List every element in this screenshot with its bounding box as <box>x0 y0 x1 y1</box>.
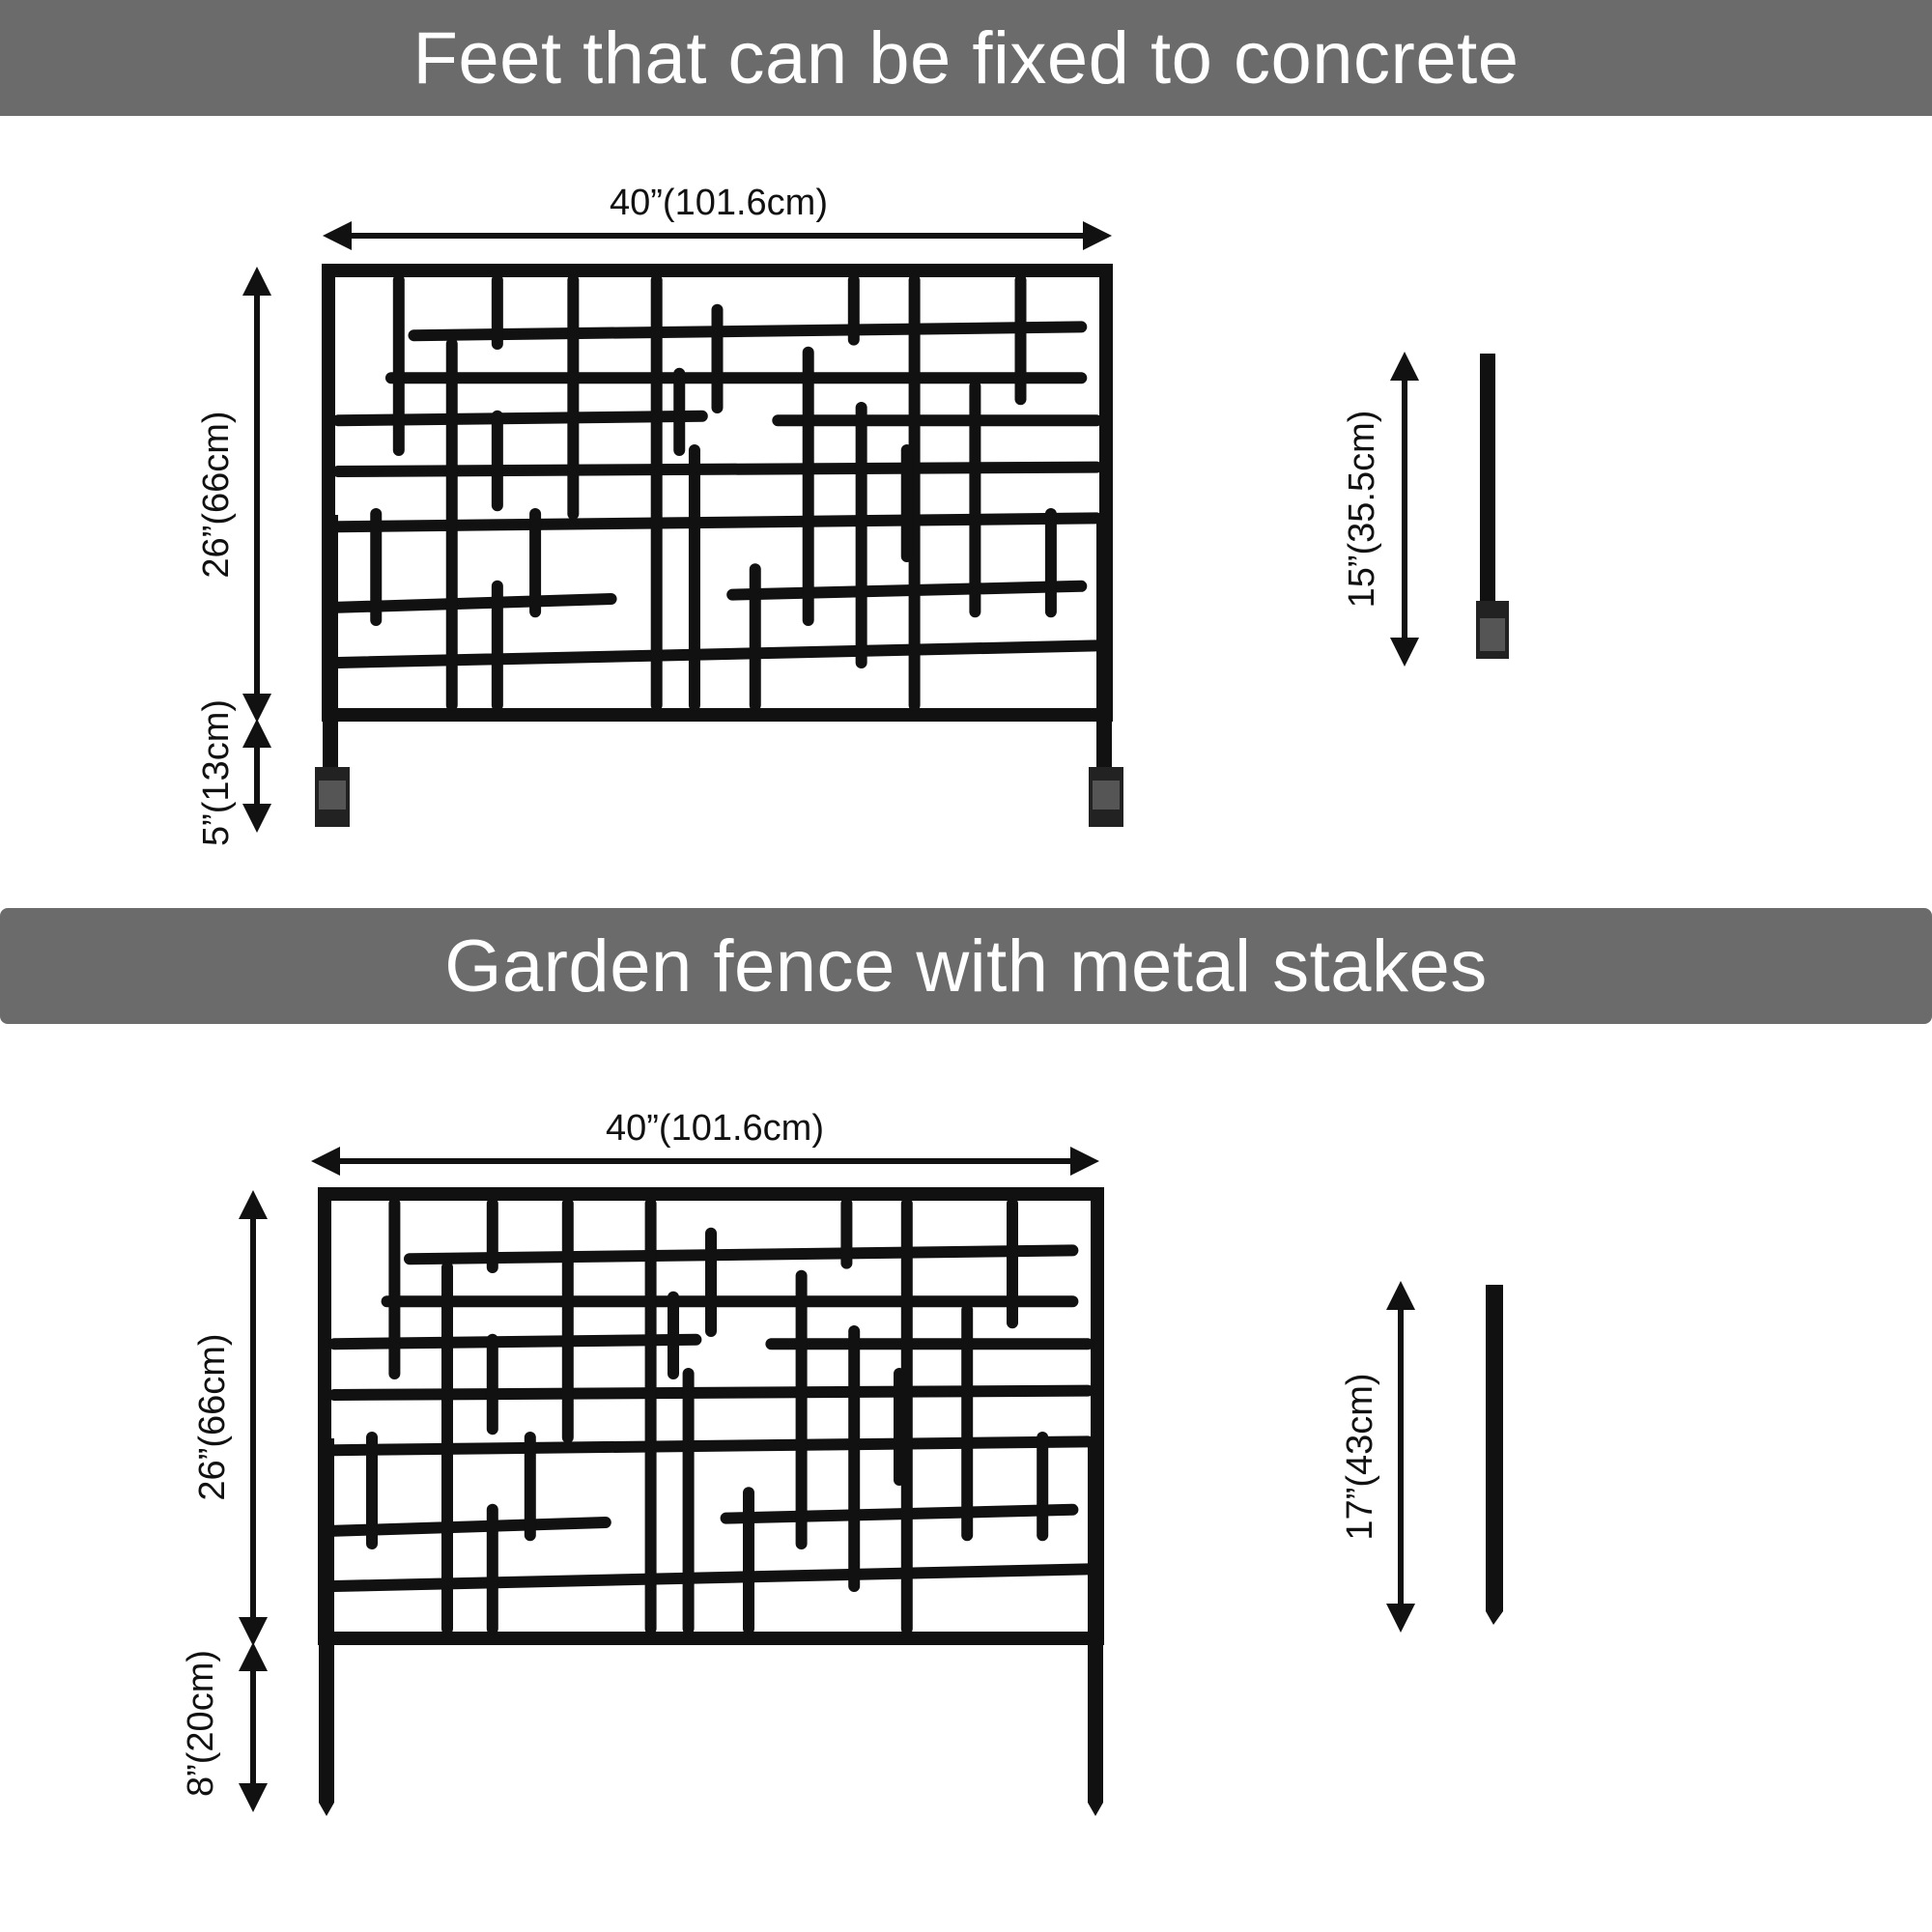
panel-height-label: 26”(66cm) <box>196 411 237 578</box>
stake-tip <box>1088 1803 1103 1816</box>
side-post <box>1096 515 1112 827</box>
lattice-bar <box>720 1503 1079 1524</box>
fence-frame <box>318 1187 1104 1645</box>
lattice-bar <box>332 639 1102 668</box>
width-dimension-label: 40”(101.6cm) <box>610 183 828 223</box>
side-post <box>319 1438 334 1803</box>
leg-height-label: 8”(20cm) <box>181 1650 221 1797</box>
stake-tip <box>319 1803 334 1816</box>
side-post <box>323 515 338 827</box>
lattice-bar <box>328 1517 611 1537</box>
post-height-label: 15”(35.5cm) <box>1342 411 1382 609</box>
lattice-bar <box>328 1563 1094 1592</box>
post-with-foot <box>1476 354 1509 659</box>
panel-height-label: 26”(66cm) <box>192 1333 233 1500</box>
lattice-bar <box>408 321 1088 342</box>
top-section-banner: Feet that can be fixed to concrete <box>0 0 1932 116</box>
stake-height-label: 17”(43cm) <box>1340 1373 1380 1540</box>
width-dimension-label: 40”(101.6cm) <box>606 1108 824 1149</box>
foot-plate <box>319 781 346 810</box>
foot-plate <box>1093 781 1120 810</box>
leg-height-label: 5”(13cm) <box>196 699 237 846</box>
lattice-bar <box>726 580 1088 601</box>
lattice-bar <box>332 593 617 613</box>
lattice-bar <box>404 1244 1079 1265</box>
metal-stake <box>1486 1285 1503 1625</box>
lattice-bar <box>328 1333 702 1350</box>
top-section-title: Feet that can be fixed to concrete <box>412 16 1520 99</box>
metal-stake-fence <box>318 1187 1104 1816</box>
fence-frame <box>322 264 1113 722</box>
side-post <box>1088 1438 1103 1803</box>
lattice-bar <box>332 410 708 427</box>
concrete-feet-fence <box>315 264 1123 827</box>
bottom-section-banner: Garden fence with metal stakes <box>0 908 1932 1024</box>
bottom-section-title: Garden fence with metal stakes <box>444 924 1488 1008</box>
